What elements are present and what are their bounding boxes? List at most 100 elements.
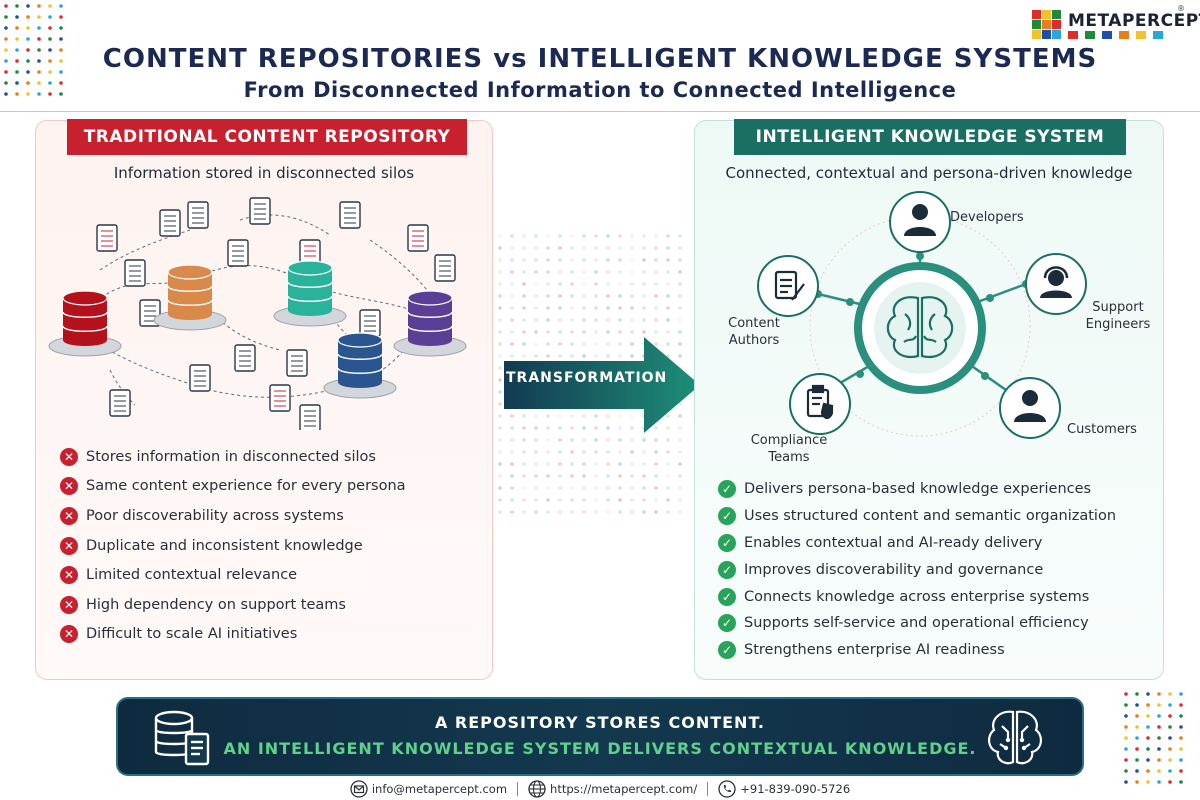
transformation-label: TRANSFORMATION — [506, 370, 686, 386]
document-icon — [435, 255, 455, 281]
document-icon — [340, 202, 360, 228]
footer-email[interactable]: info@metapercept.com — [350, 780, 507, 798]
page-title: CONTENT REPOSITORIES vs INTELLIGENT KNOW… — [0, 44, 1200, 74]
document-icon — [110, 390, 130, 416]
logo-color-square — [1119, 31, 1129, 39]
document-icon — [235, 345, 255, 371]
persona-label-developers: Developers — [950, 209, 1040, 226]
persona-label-compliance-line2: Teams — [744, 449, 834, 466]
footer-email-text: info@metapercept.com — [372, 782, 507, 796]
database-silo-icon — [394, 291, 466, 356]
content-authors-persona-node — [758, 256, 818, 316]
check-circle-icon: ✓ — [718, 507, 736, 525]
logo-color-squares — [1068, 31, 1163, 39]
list-item-text: Delivers persona-based knowledge experie… — [744, 481, 1091, 497]
list-item-text: Improves discoverability and governance — [744, 562, 1043, 578]
list-item: ✕ Same content experience for every perso… — [60, 472, 406, 502]
document-icon — [125, 260, 145, 286]
email-icon — [350, 780, 368, 798]
database-silo-icon — [274, 261, 346, 326]
banner-statement-intelligent-system: AN INTELLIGENT KNOWLEDGE SYSTEM DELIVERS… — [116, 739, 1084, 758]
x-circle-icon: ✕ — [60, 477, 78, 495]
header-divider — [0, 111, 1200, 112]
x-circle-icon: ✕ — [60, 537, 78, 555]
disconnected-silos-illustration — [40, 190, 490, 430]
list-item: ✕Limited contextual relevance — [60, 560, 406, 590]
logo-registered-mark: ® — [1177, 4, 1185, 13]
page-subtitle: From Disconnected Information to Connect… — [0, 78, 1200, 102]
list-item-text: Difficult to scale AI initiatives — [86, 626, 297, 642]
list-item-text: Enables contextual and AI-ready delivery — [744, 535, 1042, 551]
logo-color-square — [1136, 31, 1146, 39]
list-item-text: Limited contextual relevance — [86, 567, 297, 583]
developers-persona-node — [890, 192, 950, 252]
list-item-text: Supports self-service and operational ef… — [744, 615, 1089, 631]
check-circle-icon: ✓ — [718, 614, 736, 632]
document-icon — [300, 405, 320, 430]
intelligent-knowledge-system-caption: Connected, contextual and persona-driven… — [694, 164, 1164, 182]
footer-phone-text: +91-839-090-5726 — [740, 782, 850, 796]
database-silo-icon — [324, 333, 396, 398]
list-item-text: Same content experience for every person… — [86, 478, 406, 494]
document-icon — [270, 385, 290, 411]
check-circle-icon: ✓ — [718, 561, 736, 579]
list-item: ✓ Connects knowledge across enterprise sy… — [718, 583, 1116, 610]
traditional-repository-heading: TRADITIONAL CONTENT REPOSITORY — [67, 119, 467, 155]
list-item: ✓ Supports self-service and operational e… — [718, 610, 1116, 637]
footer-separator — [517, 782, 518, 796]
list-item-text: Uses structured content and semantic org… — [744, 508, 1116, 524]
list-item: ✓ Enables contextual and AI-ready deliver… — [718, 530, 1116, 557]
list-item: ✕ High dependency on support teams — [60, 590, 406, 620]
logo-color-square — [1068, 31, 1078, 39]
logo-color-square — [1102, 31, 1112, 39]
logo-wordmark: METAPERCEPT — [1068, 11, 1200, 31]
persona-label-authors-line1: Content — [718, 315, 790, 332]
list-item-text: Connects knowledge across enterprise sys… — [744, 589, 1089, 605]
document-icon — [190, 365, 210, 391]
compliance-teams-persona-node — [790, 374, 850, 434]
document-icon — [287, 350, 307, 376]
customers-persona-node — [1000, 378, 1060, 438]
persona-label-compliance-line1: Compliance — [744, 432, 834, 449]
database-silo-icon — [49, 291, 121, 356]
contact-footer: info@metapercept.com https://metapercept… — [0, 780, 1200, 798]
document-icon — [360, 310, 380, 336]
list-item: ✕Stores information in disconnected silo… — [60, 442, 406, 472]
persona-label-customers: Customers — [1062, 421, 1142, 438]
intelligent-system-benefits-list: ✓ Delivers persona-based knowledge experi… — [718, 476, 1116, 664]
x-circle-icon: ✕ — [60, 507, 78, 525]
footer-website-text: https://metapercept.com/ — [550, 782, 697, 796]
persona-label-support-line2: Engineers — [1078, 316, 1158, 333]
footer-phone[interactable]: +91-839-090-5726 — [718, 780, 850, 798]
list-item-text: Duplicate and inconsistent knowledge — [86, 538, 363, 554]
document-icon — [250, 198, 270, 224]
list-item-text: Poor discoverability across systems — [86, 508, 344, 524]
list-item: ✓ Improves discoverability and governance — [718, 556, 1116, 583]
check-circle-icon: ✓ — [718, 588, 736, 606]
document-icon — [97, 225, 117, 251]
document-icon — [228, 240, 248, 266]
persona-label-content-authors: Content Authors — [718, 315, 790, 349]
list-item: ✕ Poor discoverability across systems — [60, 501, 406, 531]
footer-website[interactable]: https://metapercept.com/ — [528, 780, 697, 798]
document-icon — [160, 210, 180, 236]
footer-separator — [707, 782, 708, 796]
list-item: ✓Delivers persona-based knowledge experi… — [718, 476, 1116, 503]
list-item-text: High dependency on support teams — [86, 597, 346, 613]
key-message-banner — [116, 697, 1084, 776]
x-circle-icon: ✕ — [60, 625, 78, 643]
x-circle-icon: ✕ — [60, 596, 78, 614]
database-silo-icon — [154, 265, 226, 330]
check-circle-icon: ✓ — [718, 534, 736, 552]
support-engineers-persona-node — [1026, 254, 1086, 314]
list-item: ✓ Uses structured content and semantic or… — [718, 503, 1116, 530]
list-item: ✕ Difficult to scale AI initiatives — [60, 620, 406, 650]
metapercept-cube-logo-icon — [1030, 8, 1064, 42]
traditional-repository-drawbacks-list: ✕Stores information in disconnected silo… — [60, 442, 406, 649]
list-item-text: Strengthens enterprise AI readiness — [744, 642, 1005, 658]
list-item: ✓Strengthens enterprise AI readiness — [718, 637, 1116, 664]
persona-label-compliance-teams: Compliance Teams — [744, 432, 834, 466]
persona-label-support-engineers: Support Engineers — [1078, 299, 1158, 333]
intelligent-knowledge-system-heading: INTELLIGENT KNOWLEDGE SYSTEM — [734, 119, 1126, 155]
traditional-repository-caption: Information stored in disconnected silos — [35, 164, 493, 182]
